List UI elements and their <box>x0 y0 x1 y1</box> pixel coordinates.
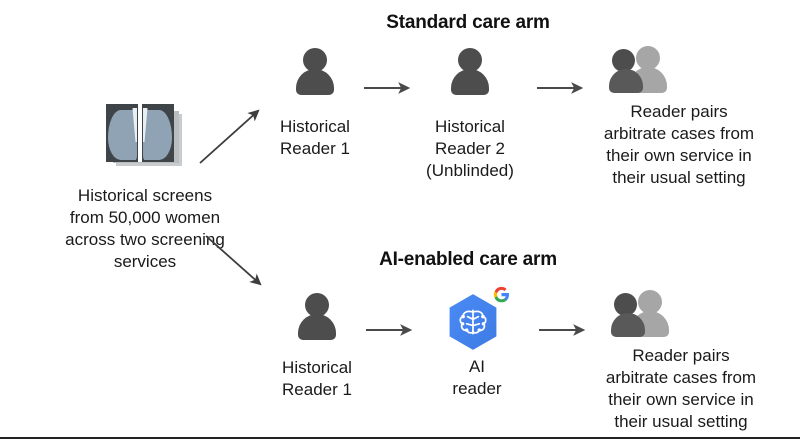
standard-step-3-caption: Reader pairs arbitrate cases from their … <box>603 102 755 187</box>
standard-arrow-1-icon <box>364 82 411 94</box>
person-pair-icon <box>611 290 669 338</box>
ai-step-2-caption: AI reader <box>452 357 502 398</box>
ai-hexagon-shape <box>449 294 497 350</box>
ai-arrow-2-icon <box>539 324 586 336</box>
bottom-rule <box>0 437 800 439</box>
branch-arrow-down-right-icon <box>205 235 262 286</box>
ai-step-1-caption: Historical Reader 1 <box>282 358 352 399</box>
branch-arrow-up-right-icon <box>199 109 260 164</box>
standard-step-2-caption: Historical Reader 2 (Unblinded) <box>426 117 514 180</box>
ai-brain-hexagon-icon <box>446 286 509 350</box>
person-single-icon <box>450 48 490 96</box>
mammogram-screens-icon <box>106 104 184 174</box>
person-pair-icon <box>609 46 667 94</box>
ai-step-3-caption: Reader pairs arbitrate cases from their … <box>605 346 757 431</box>
ai-arrow-1-icon <box>366 324 413 336</box>
person-single-icon <box>297 293 337 341</box>
ai-enabled-care-arm-title: AI-enabled care arm <box>379 249 557 270</box>
google-g-logo-icon <box>493 286 509 303</box>
standard-care-arm-title: Standard care arm <box>386 12 550 33</box>
person-single-icon <box>295 48 335 96</box>
standard-arrow-2-icon <box>537 82 584 94</box>
standard-step-1-caption: Historical Reader 1 <box>280 117 350 158</box>
source-caption: Historical screens from 50,000 women acr… <box>65 186 225 271</box>
